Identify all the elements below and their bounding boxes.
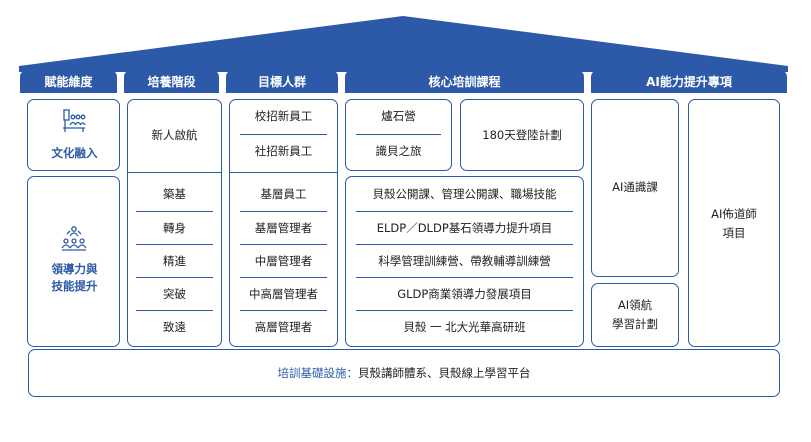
core-camp: 爐石營 — [381, 109, 416, 123]
target-divider — [229, 172, 338, 174]
culture-dimension-box: 文化融入 — [27, 99, 120, 171]
core-course-item: GLDP商業領導力發展項目 — [397, 287, 532, 301]
stage-divider — [136, 277, 213, 279]
target-column-box — [229, 99, 338, 347]
ai-mentor-box — [688, 99, 780, 347]
header-core-courses: 核心培訓課程 — [345, 70, 584, 93]
leadership-dimension-box: 領導力與 技能提升 — [27, 176, 120, 347]
target-divider — [240, 310, 327, 312]
leadership-label-line2: 技能提升 — [51, 279, 98, 293]
core-course-item: ELDP／DLDP基石領導力提升項目 — [376, 221, 553, 235]
ai-nav-line2: 學習計劃 — [612, 317, 658, 331]
team-meeting-icon — [63, 109, 86, 132]
target-divider — [240, 134, 327, 136]
stage-item: 突破 — [163, 287, 186, 301]
stage-divider — [136, 244, 213, 246]
target-item: 中層管理者 — [254, 254, 313, 268]
core-divider — [356, 310, 573, 312]
core-journey: 識貝之旅 — [375, 144, 422, 158]
ai-course: AI通識課 — [612, 180, 658, 194]
ai-mentor: AI佈道師 項目 — [688, 203, 780, 245]
leadership-dimension-label: 領導力與 技能提升 — [28, 261, 121, 295]
target-campus: 校招新員工 — [254, 109, 313, 123]
core-divider — [356, 277, 573, 279]
stage-onboarding: 新人啟航 — [151, 128, 198, 142]
infrastructure-text: 貝殼講師體系、貝殼線上學習平台 — [358, 366, 531, 380]
ai-course-box — [591, 99, 679, 277]
target-item: 基層員工 — [260, 187, 307, 201]
training-infrastructure-bar: 培訓基礎設施： 貝殼講師體系、貝殼線上學習平台 — [28, 349, 780, 397]
header-stage: 培養階段 — [124, 70, 219, 93]
core-course-item: 貝殼公開課、管理公開課、職場技能 — [372, 187, 557, 201]
stage-item: 築基 — [163, 187, 186, 201]
stage-divider — [136, 310, 213, 312]
target-item: 高層管理者 — [254, 320, 313, 334]
culture-dimension-label: 文化融入 — [51, 146, 98, 160]
core-divider — [356, 211, 573, 213]
ai-nav: AI領航 學習計劃 — [591, 289, 679, 341]
core-course-item: 科學管理訓練營、帶教輔導訓練營 — [378, 254, 551, 268]
header-target: 目標人群 — [226, 70, 338, 93]
people-group-icon — [61, 226, 87, 251]
target-item: 基層管理者 — [254, 221, 313, 235]
stage-item: 精進 — [163, 254, 186, 268]
stage-item: 致遠 — [163, 320, 186, 334]
ai-mentor-line2: 項目 — [722, 226, 746, 240]
ai-nav-line1: AI領航 — [617, 298, 653, 312]
target-divider — [240, 211, 327, 213]
infrastructure-label: 培訓基礎設施： — [277, 366, 359, 380]
leadership-label-line1: 領導力與 — [51, 262, 98, 276]
target-social: 社招新員工 — [254, 144, 313, 158]
stage-item: 轉身 — [163, 221, 186, 235]
ai-nav-box — [591, 283, 679, 347]
ai-mentor-line1: AI佈道師 — [711, 207, 757, 221]
target-divider — [240, 244, 327, 246]
header-dimension: 賦能維度 — [20, 70, 117, 93]
core-divider — [356, 134, 441, 136]
target-divider — [240, 277, 327, 279]
header-ai: AI能力提升專項 — [591, 70, 787, 93]
core-course-item: 貝殼 一 北大光華高研班 — [403, 320, 526, 334]
stage-divider — [136, 211, 213, 213]
core-leadership-box — [345, 176, 584, 347]
stage-divider — [127, 172, 222, 174]
core-180-plan: 180天登陸計劃 — [482, 128, 562, 142]
roof-shape — [19, 16, 788, 72]
stage-column-box — [127, 99, 222, 347]
target-item: 中高層管理者 — [249, 287, 318, 301]
core-180-plan-box — [460, 99, 584, 171]
core-divider — [356, 244, 573, 246]
